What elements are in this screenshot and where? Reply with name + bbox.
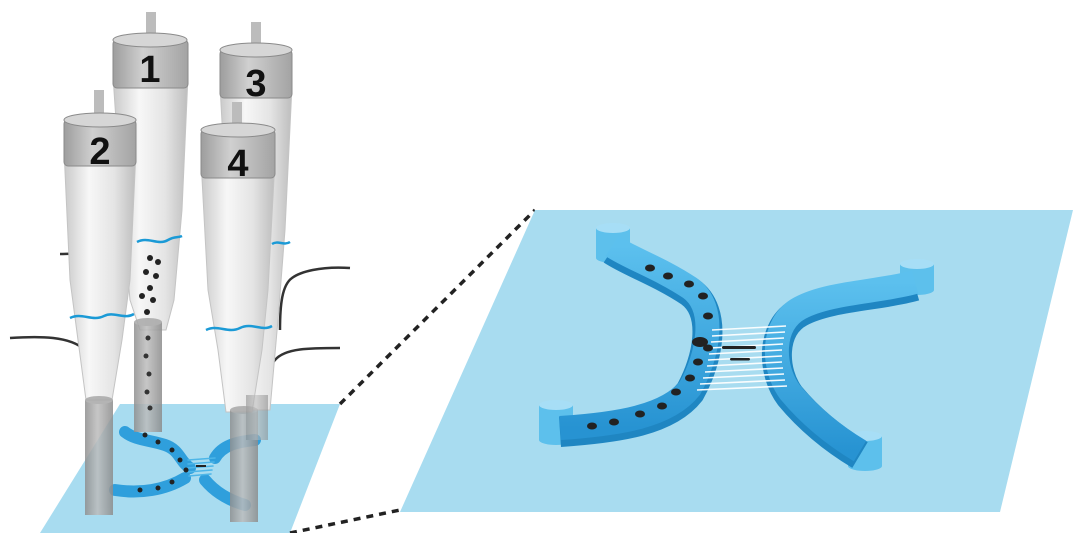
- large-substrate: [400, 210, 1073, 512]
- tube-1-label: 1: [139, 49, 160, 91]
- zoomed-device: [400, 210, 1073, 512]
- left-assembly: 1 3 2: [10, 12, 350, 533]
- tube-2-label: 2: [89, 131, 110, 173]
- tubing: [10, 253, 350, 400]
- tube-2: 2: [64, 90, 136, 400]
- tube-4-label: 4: [227, 143, 248, 185]
- tube-3-label: 3: [245, 63, 266, 105]
